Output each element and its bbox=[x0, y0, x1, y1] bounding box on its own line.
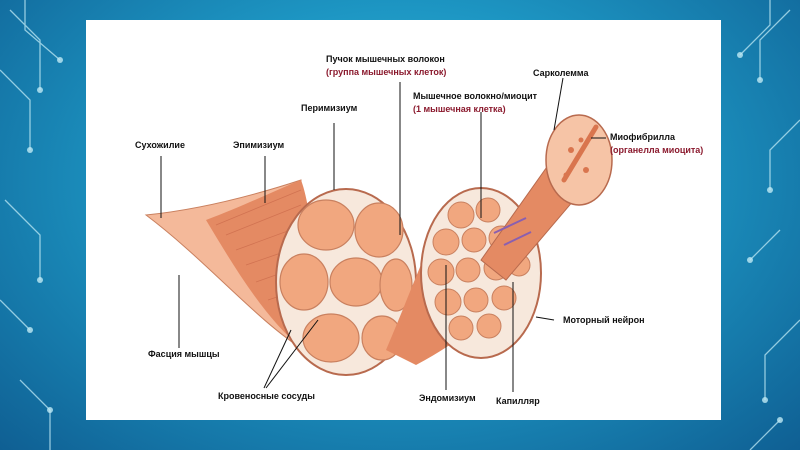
slide-card: Пучок мышечных волокон (группа мышечных … bbox=[86, 20, 721, 420]
muscle-anatomy-illustration bbox=[144, 77, 613, 392]
label-myofibril: Миофибрилла bbox=[610, 132, 675, 142]
label-blood-vessels: Кровеносные сосуды bbox=[218, 391, 315, 401]
label-sarcolemma: Сарколемма bbox=[533, 68, 589, 78]
label-fiber: Мышечное волокно/миоцит bbox=[413, 91, 538, 101]
label-fascicle-sub: (группа мышечных клеток) bbox=[326, 67, 447, 77]
label-fiber-sub: (1 мышечная клетка) bbox=[413, 104, 506, 114]
label-tendon: Сухожилие bbox=[135, 140, 185, 150]
label-epimysium: Эпимизиум bbox=[233, 140, 285, 150]
fiber-cross-section bbox=[545, 114, 613, 206]
label-endomysium: Эндомизиум bbox=[419, 393, 476, 403]
myofibril-rod bbox=[561, 124, 599, 183]
label-motor-neuron: Моторный нейрон bbox=[563, 315, 645, 325]
label-fascia: Фасция мышцы bbox=[148, 349, 220, 359]
label-capillary: Капилляр bbox=[496, 396, 540, 406]
label-fascicle: Пучок мышечных волокон bbox=[326, 54, 445, 64]
label-myofibril-sub: (органелла миоцита) bbox=[610, 145, 704, 155]
label-perimysium: Перимизиум bbox=[301, 103, 358, 113]
